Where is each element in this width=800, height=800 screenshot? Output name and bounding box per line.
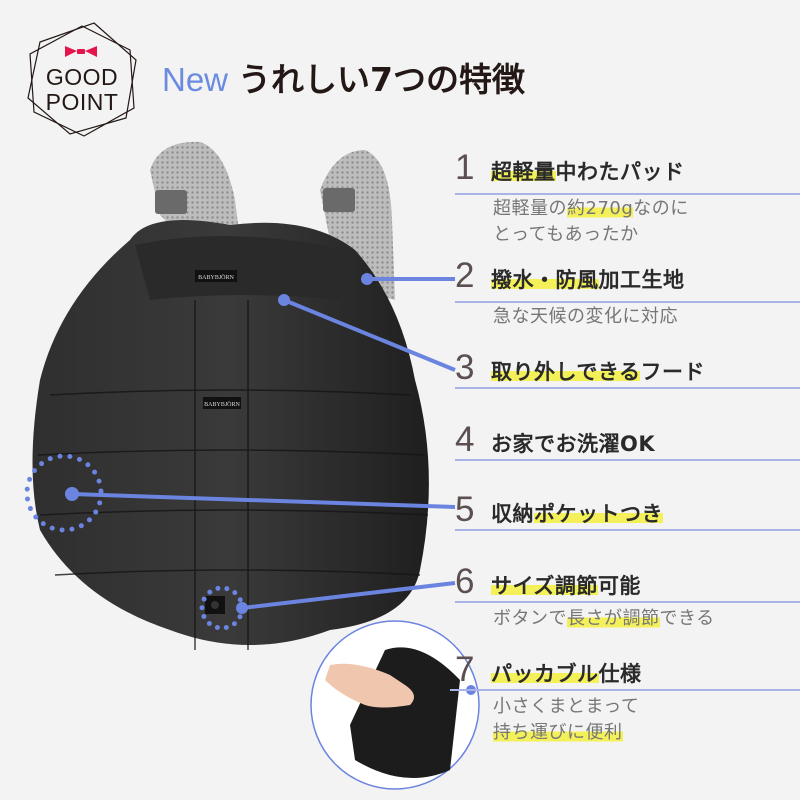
feature-divider (455, 459, 800, 461)
brand-label-hood (195, 270, 237, 282)
good-point-badge: GOOD POINT (22, 20, 142, 140)
feature-title: 撥水・防風加工生地 (491, 268, 685, 292)
feature-title: 超軽量中わたパッド (491, 160, 685, 184)
feature-description: 急な天候の変化に対応 (493, 306, 678, 327)
hand (325, 663, 414, 708)
feature-divider (455, 193, 800, 195)
feature-5: 5 収納ポケットつき (455, 490, 800, 531)
packable-inset-image (310, 620, 480, 790)
title-new-prefix: New (162, 61, 229, 98)
feature-1: 1 超軽量中わたパッド 超軽量の約270gなのに とってもあったか (455, 150, 800, 248)
feature-number: 7 (455, 650, 475, 689)
feature-4: 4 お家でお洗濯OK (455, 420, 800, 461)
feature-number: 3 (455, 348, 475, 387)
right-shoulder-strap (320, 150, 395, 300)
feature-title: パッカブル仕様 (491, 662, 642, 686)
feature-title: 収納ポケットつき (491, 502, 663, 526)
svg-text:BABYBJÖRN: BABYBJÖRN (204, 401, 240, 408)
feature-divider (455, 529, 800, 531)
brand-label-body (203, 397, 241, 409)
feature-description: ボタンで長さが調節できる (493, 608, 715, 629)
feature-title: サイズ調節可能 (491, 574, 641, 598)
feature-6: 6 サイズ調節可能 ボタンで長さが調節できる (455, 564, 800, 632)
feature-number: 4 (455, 420, 475, 459)
badge-line-point: POINT (45, 89, 119, 115)
svg-text:BABYBJÖRN: BABYBJÖRN (198, 274, 234, 281)
bow-ribbon-icon (65, 46, 97, 57)
feature-2: 2 撥水・防風加工生地 急な天候の変化に対応 (455, 258, 800, 330)
left-shoulder-strap (150, 141, 240, 240)
feature-3: 3 取り外しできるフード (455, 348, 800, 389)
feature-description: 小さくまとまって 持ち運びに便利 (493, 696, 640, 743)
feature-divider (450, 689, 800, 691)
feature-number: 2 (455, 256, 475, 295)
feature-title: 取り外しできるフード (491, 360, 705, 384)
feature-divider (455, 301, 800, 303)
feature-description: 超軽量の約270gなのに とってもあったか (493, 198, 689, 245)
feature-title: お家でお洗濯OK (491, 432, 656, 456)
feature-7: 7 パッカブル仕様 小さくまとまって 持ち運びに便利 (450, 650, 800, 746)
feature-number: 5 (455, 490, 475, 529)
feature-divider (455, 601, 800, 603)
feature-number: 1 (455, 148, 475, 187)
badge-line-good: GOOD (45, 64, 119, 90)
hexagon-frame-icon (27, 22, 137, 137)
product-image-carrier-cover: BABYBJÖRN BABYBJÖRN (24, 141, 456, 650)
feature-number: 6 (455, 562, 475, 601)
feature-divider (455, 387, 800, 389)
title-main: うれしい7つの特徴 (238, 60, 525, 99)
